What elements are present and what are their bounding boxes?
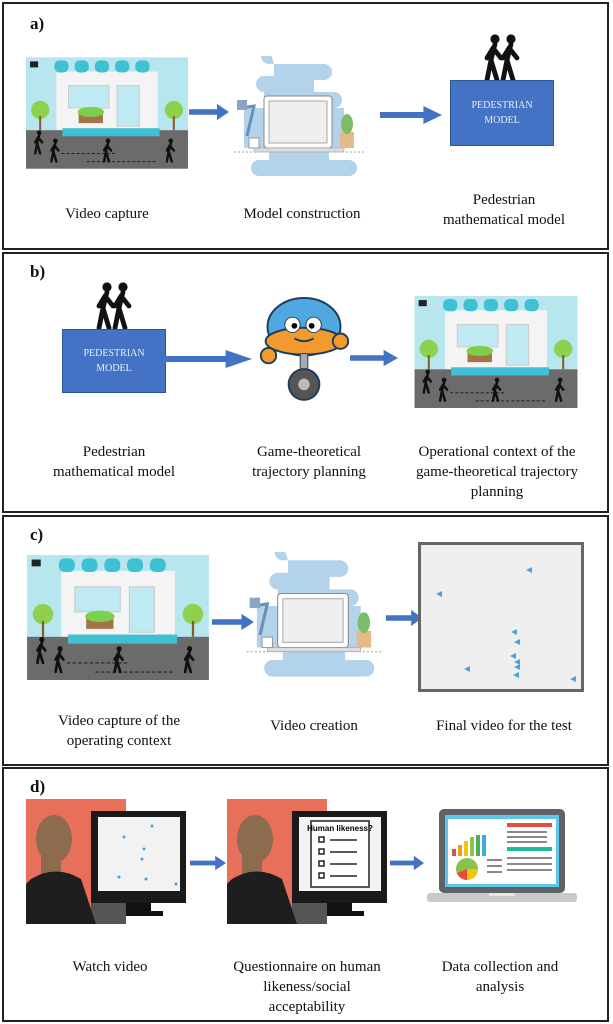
panel-c: c) Video capture of the operating context… [2,515,609,766]
panel-d: d) Human likeness? Watch video Questionn… [2,767,609,1022]
caption-line: Video capture of the [58,713,180,729]
caption: Operational context of the game-theoretic… [387,442,607,502]
panel-a: a) PEDESTRIAN MODEL Video capture Model c… [2,2,609,250]
caption-line: Data collection and [441,959,559,975]
arrow-icon [386,609,422,627]
panel-b: b) PEDESTRIAN MODEL Pedestrian mathematica… [2,252,609,513]
caption: Video capture [65,206,149,222]
caption-line: Game-theoretical [256,444,362,460]
caption-line: game-theoretical trajectory [416,464,578,480]
final-video-frame [418,542,584,692]
caption: Data collection and analysis [400,957,600,997]
caption: Video capture of the operating context [19,711,219,751]
pedestrians-icon [96,282,138,330]
pedestrian-model-box: PEDESTRIAN MODEL [450,80,554,146]
laptop-analytics-image [426,807,578,907]
panel-label: a) [30,14,45,33]
caption: Final video for the test [436,718,572,734]
caption: Pedestrian mathematical model [404,190,604,230]
person-questionnaire-image: Human likeness? [227,799,392,924]
arrow-icon [390,855,424,871]
caption: Watch video [72,959,148,975]
panel-label: b) [30,262,46,281]
caption-line: trajectory planning [252,464,366,480]
laptop-desk-image [239,552,389,687]
caption-line: Questionnaire on human [233,959,381,975]
caption-line: Pedestrian [82,444,146,460]
person-watching-video-image [26,799,191,924]
caption: Game-theoretical trajectory planning [209,442,409,482]
caption-line: Pedestrian [472,192,536,208]
caption-line: operating context [66,733,172,749]
box-text: PEDESTRIAN [471,100,533,111]
laptop-desk-image [229,56,369,186]
caption-line: mathematical model [52,464,176,480]
caption-line: Operational context of the [418,444,576,460]
caption-line: likeness/social [263,979,351,995]
pedestrian-model-box: PEDESTRIAN MODEL [62,329,166,393]
store-scene-image [398,296,594,408]
caption: Video creation [270,718,358,734]
caption: Pedestrian mathematical model [14,442,214,482]
caption: Model construction [243,206,361,222]
caption: Questionnaire on human likeness/social acc… [207,957,407,1017]
caption-line: mathematical model [442,212,566,228]
robot-image [256,286,352,406]
box-text: MODEL [484,115,520,126]
pedestrians-icon [484,34,526,82]
arrow-icon [189,103,229,121]
arrow-icon [164,349,252,369]
arrow-icon [380,105,442,125]
caption-line: acceptability [268,999,346,1015]
questionnaire-title: Human likeness? [307,824,373,833]
store-scene-image [24,555,212,680]
panel-label: d) [30,777,46,796]
caption-line: analysis [475,979,525,995]
box-text: MODEL [96,363,132,374]
panel-label: c) [30,525,44,544]
caption-line: planning [470,484,524,500]
box-text: PEDESTRIAN [83,348,145,359]
store-scene-image [26,57,188,169]
arrow-icon [350,349,398,367]
arrow-icon [190,855,226,871]
